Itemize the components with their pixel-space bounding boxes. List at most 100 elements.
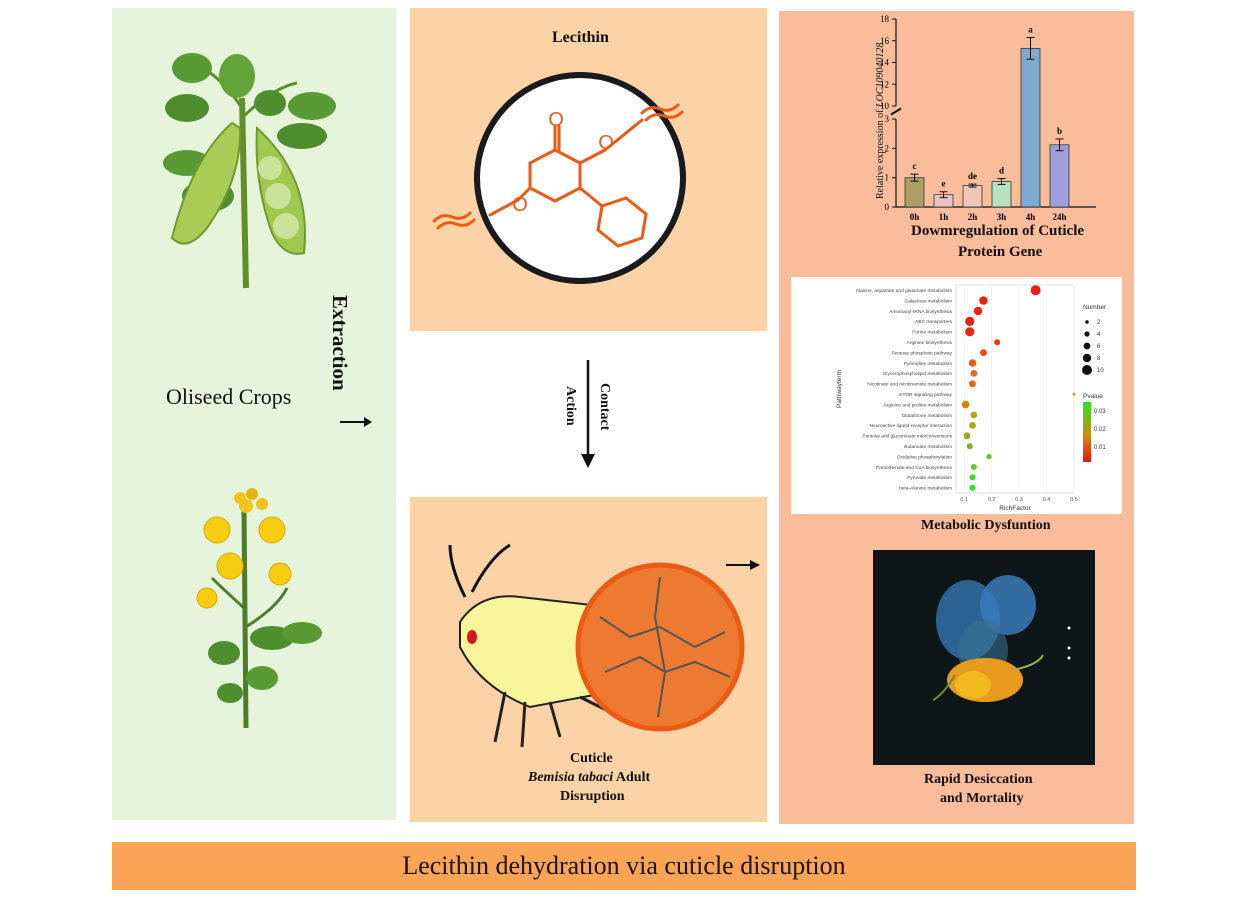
pathway-dot [968, 359, 977, 367]
crops-label: Oliseed Crops [166, 384, 292, 409]
pathway-term-label: Aminoacyl-tRNA biosynthesis [889, 309, 952, 315]
lecithin-panel: Lecithin O O O [410, 8, 767, 331]
bar-chart-axis-break-mark [890, 107, 902, 115]
pathway-dot [970, 464, 977, 470]
bar-chart-y-tick-label: 18 [880, 14, 890, 24]
bar-chart-x-tick-label: 0h [910, 212, 920, 222]
color-legend-label: 0.01 [1094, 445, 1106, 451]
svg-text:O: O [598, 132, 614, 154]
dot-plot-frame [955, 284, 1075, 494]
pathway-term-label: Nicotinate and nicotinamide metabolism [867, 382, 952, 388]
bar-chart-y-tick-label: 0 [885, 202, 890, 212]
size-legend-dot [1084, 331, 1090, 337]
bar-chart-y-tick-label: 14 [880, 58, 890, 68]
significance-label: de [968, 171, 977, 181]
significance-label: e [942, 179, 946, 189]
dot-plot-x-label: RichFactor [999, 505, 1031, 512]
bar-chart-x-tick-label: 2h [968, 212, 978, 222]
pathway-dot [961, 400, 970, 409]
dot-plot-x-tick-label: 0.2 [988, 497, 996, 503]
insect-panel: Cuticle Bemisia tabaci Adult Disruption [410, 497, 767, 822]
crops-panel: Oliseed Crops [112, 8, 396, 820]
pathway-dot [1030, 285, 1041, 296]
pathway-term-label: Arginine and proline metabolism [883, 402, 952, 408]
result-arrow-icon [726, 560, 760, 570]
pathway-term-label: Pyrimidine metabolism [904, 361, 952, 367]
whitefly-micrograph [873, 550, 1095, 765]
contact-arrow-icon [581, 360, 595, 468]
size-legend-dot [1085, 320, 1089, 324]
pathway-term-label: Galactose metabolism [905, 298, 952, 304]
dot-plot-x-tick-label: 0.3 [1015, 497, 1023, 503]
size-legend-label: 6 [1097, 344, 1101, 350]
bar-chart-ylabel-gene: LOC109040128 [875, 42, 886, 108]
bar-3h [991, 181, 1012, 208]
pathway-term-label: Oxidative phosphorylation [897, 454, 953, 460]
pathway-dot [969, 484, 976, 491]
pathway-dot [965, 316, 975, 326]
pathway-dot [970, 370, 978, 377]
insect-caption-line2: Bemisia tabaci Adult [528, 770, 650, 786]
bar-chart-x-tick-label: 4h [1026, 212, 1036, 222]
bar-chart-y-tick-label: 1 [885, 173, 890, 183]
metabolic-caption: Metabolic Dysfuntion [921, 518, 1051, 533]
color-legend-bar [1083, 402, 1091, 462]
dot-plot-x-tick-label: 0.1 [960, 497, 968, 503]
size-legend-dot [1083, 342, 1091, 350]
size-legend-label: 2 [1097, 320, 1101, 326]
bar-2h [962, 185, 983, 208]
significance-label: a [1028, 24, 1033, 34]
lecithin-title: Lecithin [552, 29, 609, 46]
micro-caption-line1: Rapid Desiccation [924, 772, 1033, 787]
footer-banner: Lecithin dehydration via cuticle disrupt… [112, 842, 1136, 890]
bar-chart-x-tick-label: 1h [939, 212, 949, 222]
contact-label: Contact [597, 383, 612, 431]
bar-24h [1049, 144, 1070, 208]
svg-text:O: O [548, 109, 564, 131]
bar-chart-y-tick-label: 16 [880, 36, 890, 46]
bar-chart-y-tick-label: 2 [885, 143, 890, 153]
svg-text:O: O [512, 194, 528, 216]
pathway-term-label: Glutathione metabolism [902, 413, 952, 419]
color-legend-title: Pvalue [1083, 393, 1103, 400]
pathway-term-label: Neuroactive ligand-receptor interaction [870, 423, 953, 429]
significance-label: b [1057, 126, 1062, 136]
bar-chart-axis-break-mark [890, 108, 902, 116]
bar-chart-x-tick-label: 3h [997, 212, 1007, 222]
insect-caption-line1: Cuticle [570, 751, 613, 766]
significance-label: c [913, 161, 917, 171]
significance-label: d [999, 166, 1004, 176]
bar-chart-title-line1: Dowmregulation of Cuticle [911, 223, 1085, 239]
pathway-term-label: Arginine biosynthesis [907, 340, 953, 346]
bar-chart-ylabel: Relative expression of LOC109040128 [875, 43, 886, 199]
bar-chart-y-tick-label: 3 [885, 114, 890, 124]
pathway-dot [969, 380, 976, 388]
pathway-dot [963, 432, 971, 440]
pathway-dot [969, 422, 976, 429]
pathway-dot [966, 443, 973, 450]
pathway-term-label: Butanoate metabolism [904, 444, 952, 450]
pathway-dot [965, 327, 975, 337]
bar-0h [904, 177, 925, 208]
dot-plot-y-label: Pathwayterm [836, 370, 843, 408]
bar-chart-ylabel-prefix: Relative expression of [875, 107, 886, 199]
pathway-term-label: beta-Alanine metabolism [899, 486, 952, 492]
pathway-term-label: Alanine, aspartate and glutamate metabol… [856, 288, 952, 294]
dot-plot-x-tick-label: 0.5 [1070, 497, 1078, 503]
rapeseed-plant-illustration [196, 488, 322, 729]
pathway-term-label: mTOR signaling pathway [898, 392, 952, 398]
insect-caption-line3: Disruption [560, 789, 625, 804]
pathway-term-label: Pantothenate and CoA biosynthesis [876, 465, 953, 471]
dot-plot-x-tick-label: 0.4 [1043, 497, 1051, 503]
extraction-arrow-icon [340, 417, 372, 427]
pathway-term-label: Pentose phosphate pathway [891, 350, 952, 356]
pathway-term-label: Purine metabolism [912, 330, 952, 336]
pathway-dot [969, 474, 976, 481]
pathway-dot [986, 454, 992, 460]
pathway-term-label: Pentose and glucuronate interconversions [862, 434, 952, 440]
soybean-plant-illustration [163, 53, 336, 289]
micro-caption-line2: and Mortality [940, 791, 1024, 806]
